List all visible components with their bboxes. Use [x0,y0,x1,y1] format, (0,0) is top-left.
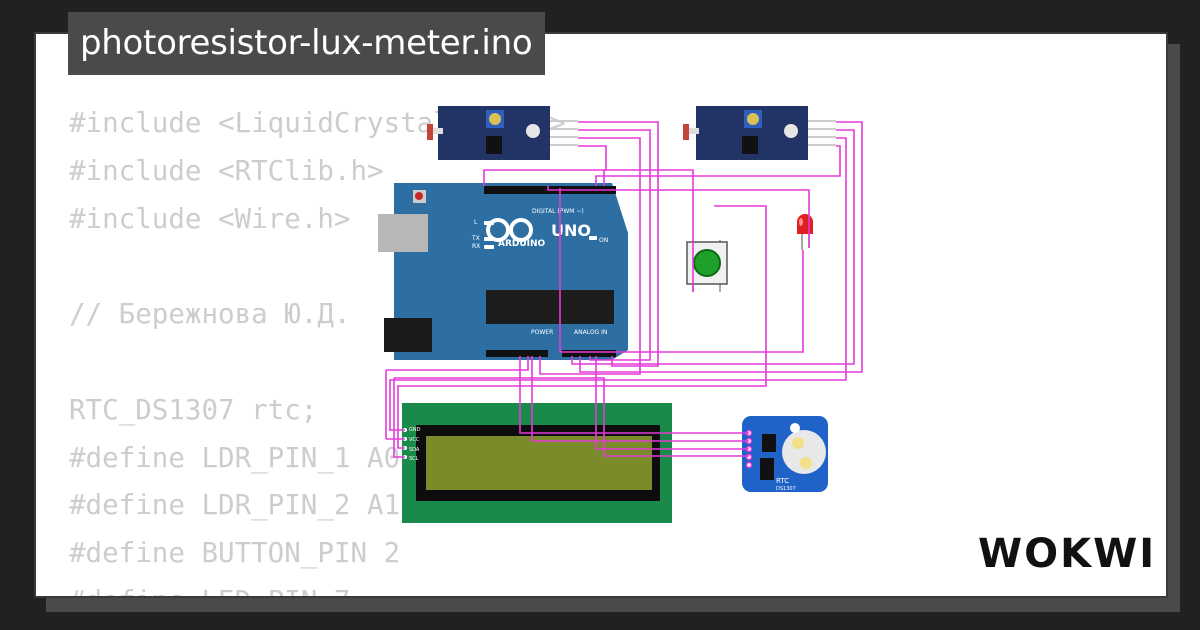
wires [385,121,863,458]
tx-label: TX [471,235,480,242]
rtc-label: RTC [776,477,789,485]
lcd-pin-labels: GND VCC SDA SCL [409,427,421,462]
lcd-pin-vcc: VCC [409,437,420,443]
red-led[interactable] [797,214,813,250]
code-line: #define LDR_PIN_2 A1 [69,489,401,522]
code-line: #include <RTClib.h> [69,154,384,187]
code-line: #define BUTTON_PIN 2 [69,537,401,570]
code-line: #define LDR_PIN_1 A0 [69,441,401,474]
lcd-display[interactable]: GND VCC SDA SCL [402,403,672,523]
l-label: L [474,219,478,226]
wokwi-logo: WOKWI [976,525,1154,577]
lcd-pin-sda: SDA [409,447,420,453]
power-header [486,350,548,357]
board-brand: ARDUINO [498,239,546,249]
rtc-chip-label: DS1307 [776,486,796,492]
atmega-chip [486,290,614,324]
code-line: RTC_DS1307 rtc; [69,393,318,426]
lcd-pin-gnd: GND [409,427,421,433]
analog-label: ANALOG IN [574,329,607,336]
power-jack [384,318,432,352]
on-label: ON [599,237,608,244]
board-model: UNO [551,221,591,240]
rx-label: RX [472,243,480,250]
code-line: #define LED_PIN 7 [69,578,566,596]
code-line: #include <Wire.h> [69,202,351,235]
lcd-pin-scl: SCL [409,456,419,462]
ldr-module-2[interactable] [683,106,836,160]
arduino-uno-board[interactable]: ARDUINO UNO DIGITAL (PWM ~) ANALOG IN PO… [378,183,628,360]
wokwi-logo-icon: WOKWI [978,531,1154,577]
analog-header [562,350,616,357]
adafruit-logo-icon [790,423,800,433]
digital-label: DIGITAL (PWM ~) [532,208,584,215]
reset-button-icon [415,192,423,200]
page-title: photoresistor-lux-meter.ino [68,12,546,75]
rtc-module[interactable]: RTC DS1307 [742,416,828,492]
code-line: // Бережнова Ю.Д. [69,298,351,331]
svg-text:WOKWI: WOKWI [978,531,1152,577]
ldr-module-1[interactable] [427,106,578,160]
power-label: POWER [531,329,553,336]
usb-connector [378,214,428,252]
arduino-logo-icon [486,218,510,242]
